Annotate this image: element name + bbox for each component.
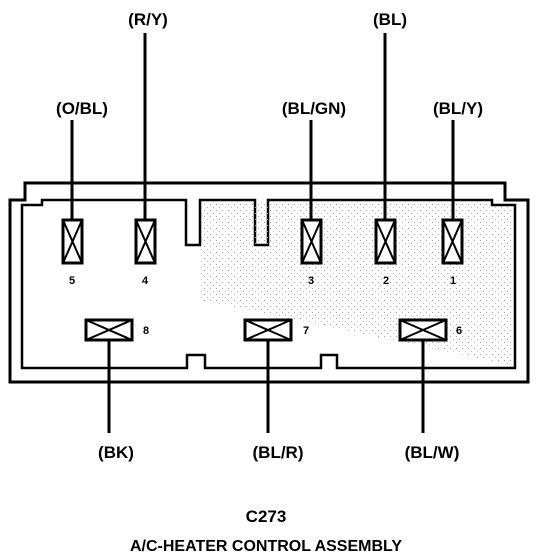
wire-label-pin-4: (R/Y) — [128, 10, 168, 29]
pin-number-1: 1 — [450, 275, 456, 287]
wire-label-pin-2: (BL) — [373, 10, 407, 29]
wire-label-pin-3: (BL/GN) — [282, 99, 346, 118]
wire-label-pin-6: (BL/W) — [405, 443, 460, 462]
pin-number-2: 2 — [383, 275, 389, 287]
pin-number-8: 8 — [143, 325, 149, 337]
connector-id: C273 — [246, 507, 287, 526]
terminal-pin-2 — [374, 218, 397, 265]
terminal-pin-1 — [441, 218, 464, 265]
wire-label-pin-5: (O/BL) — [56, 99, 108, 118]
pin-number-7: 7 — [303, 325, 309, 337]
terminal-pin-8 — [84, 318, 134, 342]
pin-number-3: 3 — [308, 275, 314, 287]
wire-label-pin-8: (BK) — [98, 443, 134, 462]
terminal-pin-6 — [398, 318, 448, 342]
pin-number-4: 4 — [142, 275, 149, 287]
terminal-pin-5 — [61, 218, 84, 265]
wire-label-pin-1: (BL/Y) — [433, 99, 483, 118]
terminal-pin-3 — [300, 218, 323, 265]
connector-name: A/C-HEATER CONTROL ASSEMBLY — [130, 538, 402, 555]
terminal-pin-4 — [134, 218, 157, 265]
pin-number-5: 5 — [69, 275, 75, 287]
wire-label-pin-7: (BL/R) — [253, 443, 304, 462]
terminal-pin-7 — [243, 318, 293, 342]
pin-number-6: 6 — [456, 325, 462, 337]
